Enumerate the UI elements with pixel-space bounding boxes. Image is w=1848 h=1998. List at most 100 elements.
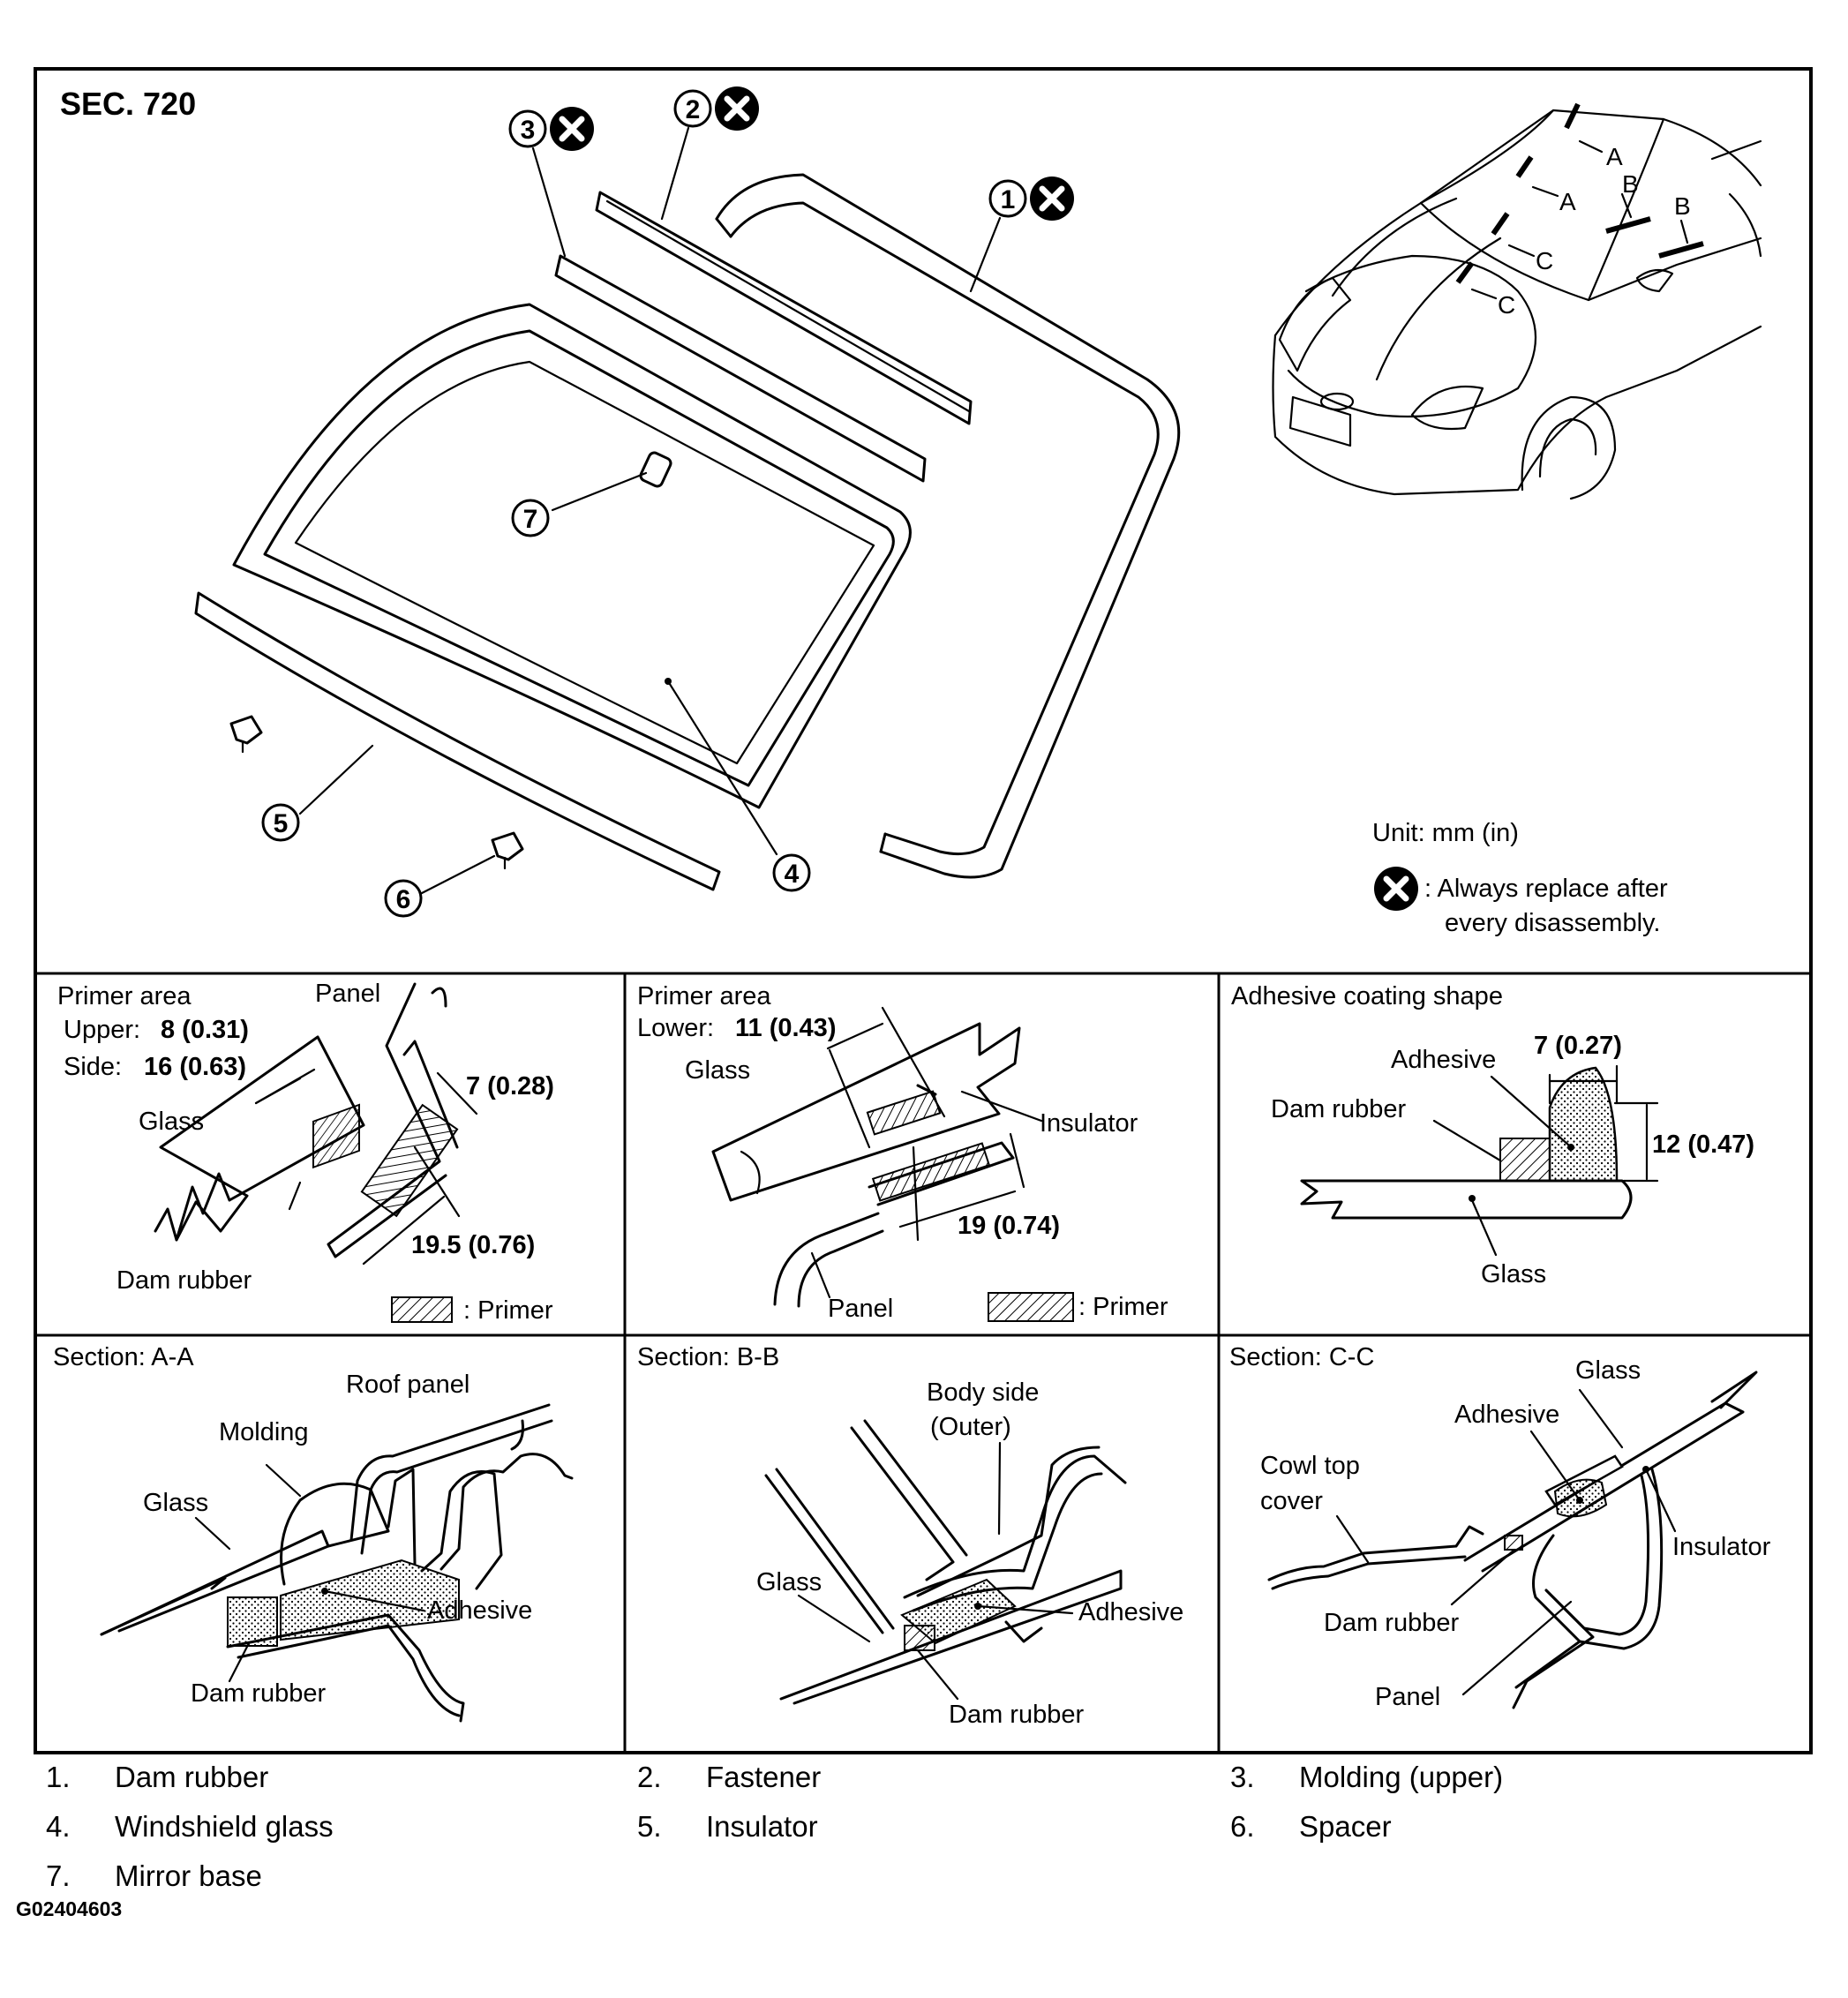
svg-text:Cowl top: Cowl top bbox=[1260, 1452, 1360, 1480]
legend-label: Spacer bbox=[1299, 1810, 1392, 1843]
svg-text:3: 3 bbox=[521, 116, 536, 145]
callout-1: 1 bbox=[969, 177, 1074, 293]
svg-text:Glass: Glass bbox=[1481, 1260, 1546, 1288]
fastener-part bbox=[595, 191, 973, 425]
callout-4: 4 bbox=[772, 853, 811, 892]
svg-text:Panel: Panel bbox=[315, 980, 380, 1008]
legend-label: Dam rubber bbox=[115, 1761, 269, 1793]
svg-text:Section: B-B: Section: B-B bbox=[637, 1343, 779, 1371]
callout-6: 6 bbox=[384, 879, 423, 918]
legend-label: Fastener bbox=[706, 1761, 822, 1793]
molding-upper-part bbox=[554, 254, 927, 483]
legend-label: Mirror base bbox=[115, 1859, 262, 1892]
svg-text:Insulator: Insulator bbox=[1040, 1109, 1138, 1138]
svg-text:Adhesive: Adhesive bbox=[1078, 1598, 1183, 1626]
mirror-base-part bbox=[551, 451, 672, 512]
svg-text:6: 6 bbox=[396, 885, 411, 914]
replace-icon bbox=[1374, 867, 1418, 911]
svg-text:Dam rubber: Dam rubber bbox=[1271, 1095, 1406, 1123]
windshield-glass-part bbox=[232, 303, 912, 856]
svg-text:Panel: Panel bbox=[828, 1295, 893, 1323]
svg-text:Panel: Panel bbox=[1375, 1683, 1440, 1711]
svg-text:Adhesive coating shape: Adhesive coating shape bbox=[1231, 982, 1503, 1010]
legend-label: Windshield glass bbox=[115, 1810, 334, 1843]
svg-text:Dam rubber: Dam rubber bbox=[949, 1701, 1084, 1729]
svg-text:Primer area: Primer area bbox=[637, 982, 771, 1010]
svg-text:7: 7 bbox=[523, 505, 538, 534]
legend-num: 1. bbox=[46, 1761, 71, 1793]
legend-num: 7. bbox=[46, 1859, 71, 1892]
unit-note: Unit: mm (in) bbox=[1372, 819, 1519, 847]
panel-section-bb: Section: B-B Body side (Outer) Glass Adh… bbox=[637, 1343, 1183, 1729]
svg-text:B: B bbox=[1674, 192, 1691, 220]
svg-text:: Primer: : Primer bbox=[463, 1296, 553, 1325]
legend-num: 4. bbox=[46, 1810, 71, 1843]
svg-text:Dam rubber: Dam rubber bbox=[1324, 1609, 1459, 1637]
section-label: SEC. 720 bbox=[60, 86, 196, 122]
svg-text:C: C bbox=[1498, 291, 1515, 319]
svg-text:Section: A-A: Section: A-A bbox=[53, 1343, 194, 1371]
svg-text:Glass: Glass bbox=[756, 1568, 822, 1596]
replace-note-line2: every disassembly. bbox=[1445, 909, 1660, 937]
outer-frame bbox=[34, 67, 1813, 1754]
svg-text:A: A bbox=[1606, 143, 1623, 170]
svg-text:Glass: Glass bbox=[1575, 1356, 1641, 1385]
replace-note-line1: : Always replace after bbox=[1424, 875, 1668, 903]
svg-text:Body side: Body side bbox=[927, 1378, 1039, 1407]
svg-text:Section: C-C: Section: C-C bbox=[1229, 1343, 1374, 1371]
legend-num: 6. bbox=[1230, 1810, 1255, 1843]
legend-label: Insulator bbox=[706, 1810, 818, 1843]
legend-num: 5. bbox=[637, 1810, 662, 1843]
legend-num: 2. bbox=[637, 1761, 662, 1793]
callout-3: 3 bbox=[508, 107, 594, 258]
svg-text:11 (0.43): 11 (0.43) bbox=[735, 1014, 836, 1042]
svg-text:5: 5 bbox=[274, 809, 289, 838]
svg-text:Adhesive: Adhesive bbox=[1391, 1046, 1496, 1074]
svg-text:Primer area: Primer area bbox=[57, 982, 192, 1010]
svg-text:cover: cover bbox=[1260, 1487, 1323, 1515]
svg-text:8 (0.31): 8 (0.31) bbox=[161, 1016, 249, 1044]
callout-5: 5 bbox=[261, 803, 300, 842]
panel-section-aa: Section: A-A Roof panel Molding Glass Ad… bbox=[53, 1343, 574, 1723]
svg-text:Glass: Glass bbox=[685, 1056, 750, 1085]
svg-text:4: 4 bbox=[785, 860, 800, 889]
svg-text:Molding: Molding bbox=[219, 1418, 309, 1446]
panel-section-cc: Section: C-C Glass Adhesive Cowl top cov… bbox=[1229, 1343, 1771, 1711]
svg-text:7 (0.27): 7 (0.27) bbox=[1534, 1032, 1622, 1060]
svg-text:1: 1 bbox=[1001, 185, 1016, 214]
svg-text:16 (0.63): 16 (0.63) bbox=[144, 1053, 246, 1081]
panel-adhesive-shape: Adhesive coating shape Adhesive 7 (0.27)… bbox=[1231, 982, 1754, 1288]
svg-text:Insulator: Insulator bbox=[1672, 1533, 1771, 1561]
svg-text:Dam rubber: Dam rubber bbox=[116, 1266, 252, 1295]
svg-text:2: 2 bbox=[686, 95, 701, 124]
svg-text:B: B bbox=[1622, 170, 1639, 198]
callout-2: 2 bbox=[660, 86, 759, 221]
svg-text:19.5 (0.76): 19.5 (0.76) bbox=[411, 1231, 535, 1259]
svg-text:19 (0.74): 19 (0.74) bbox=[958, 1212, 1060, 1240]
panel-primer-upper: Primer area Upper: 8 (0.31) Side: 16 (0.… bbox=[57, 980, 554, 1325]
svg-text:A: A bbox=[1559, 188, 1576, 215]
svg-text:Upper:: Upper: bbox=[64, 1016, 140, 1044]
spacer-part bbox=[229, 715, 524, 895]
callout-7: 7 bbox=[511, 499, 550, 537]
svg-text:(Outer): (Outer) bbox=[930, 1413, 1011, 1441]
dam-rubber-part bbox=[715, 173, 1181, 879]
svg-text:: Primer: : Primer bbox=[1078, 1293, 1168, 1321]
panel-primer-lower: Primer area Lower: 11 (0.43) Glass Insul… bbox=[637, 982, 1168, 1323]
legend-label: Molding (upper) bbox=[1299, 1761, 1504, 1793]
svg-text:C: C bbox=[1536, 247, 1553, 274]
car-illustration: A A B B C C bbox=[1272, 102, 1762, 500]
svg-text:Adhesive: Adhesive bbox=[1454, 1401, 1559, 1429]
svg-text:Glass: Glass bbox=[139, 1108, 204, 1136]
figure-code: G02404603 bbox=[16, 1897, 123, 1920]
svg-text:Roof panel: Roof panel bbox=[346, 1371, 470, 1399]
svg-text:Side:: Side: bbox=[64, 1053, 122, 1081]
legend-num: 3. bbox=[1230, 1761, 1255, 1793]
insulator-part bbox=[194, 591, 721, 891]
svg-text:Dam rubber: Dam rubber bbox=[191, 1679, 326, 1708]
svg-text:Lower:: Lower: bbox=[637, 1014, 714, 1042]
svg-text:Glass: Glass bbox=[143, 1489, 208, 1517]
svg-text:7 (0.28): 7 (0.28) bbox=[466, 1072, 554, 1100]
svg-text:12 (0.47): 12 (0.47) bbox=[1652, 1130, 1754, 1159]
